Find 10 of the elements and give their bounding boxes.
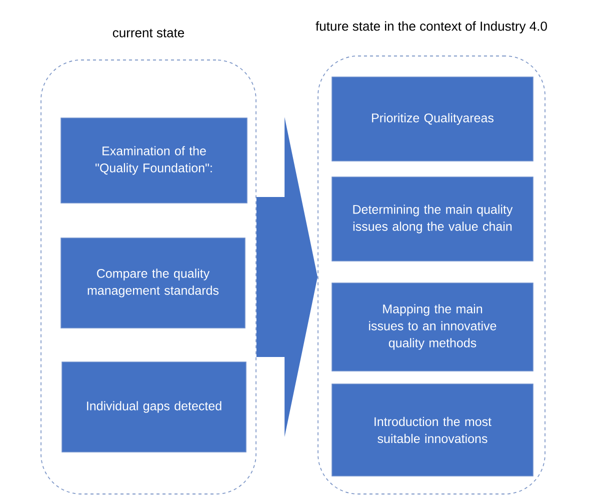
block-arrow <box>256 117 318 437</box>
process-box: Mapping the main issues to an innovative quality methods <box>332 282 534 372</box>
node-label: current state <box>112 28 184 38</box>
process-box: Prioritize Qualityareas <box>332 76 534 162</box>
node-label: future state in the context of Industry 4.0 <box>316 21 547 34</box>
process-box: Individual gaps detected <box>62 362 246 452</box>
process-box: Examination of the "Quality Foundation": <box>60 118 248 204</box>
process-box: Determining the main quality issues along the value chain <box>332 176 534 262</box>
process-box: Compare the quality management standards <box>60 238 246 328</box>
process-box: Introduction the most suitable innovations <box>332 384 534 476</box>
